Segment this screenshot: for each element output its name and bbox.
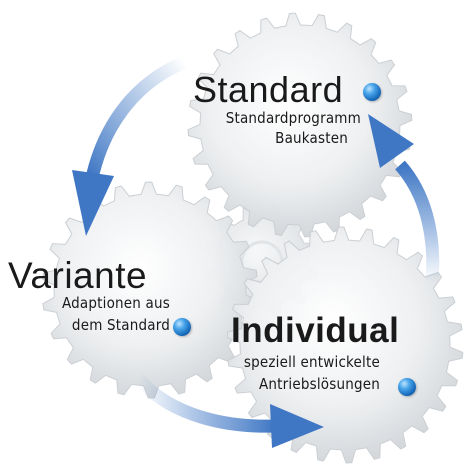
arrowhead-variante bbox=[72, 170, 114, 236]
individual-line-1: speziell entwickelte bbox=[243, 353, 380, 371]
variante-title: Variante bbox=[8, 255, 148, 296]
variante-bullet-icon bbox=[173, 318, 191, 336]
individual-gear bbox=[226, 226, 464, 464]
standard-line-1: Standardprogramm bbox=[225, 109, 361, 127]
arrow-individual-to-standard bbox=[395, 160, 440, 283]
standard-bullet-icon bbox=[363, 83, 381, 101]
individual-bullet-icon bbox=[398, 378, 416, 396]
arrowhead-individual bbox=[270, 404, 324, 448]
arrowhead-standard bbox=[368, 114, 414, 168]
standard-title: Standard bbox=[193, 69, 344, 110]
arrow-variante-to-individual bbox=[133, 373, 276, 433]
individual-title: Individual bbox=[231, 311, 400, 350]
variante-line-2: dem Standard bbox=[71, 316, 170, 334]
gears-group bbox=[42, 12, 464, 464]
individual-line-2: Antriebslösungen bbox=[258, 375, 380, 393]
variante-gear bbox=[42, 181, 258, 399]
cycle-arrows bbox=[72, 55, 440, 448]
arrow-standard-to-variante bbox=[85, 55, 188, 180]
standard-gear bbox=[187, 12, 413, 238]
variante-line-1: Adaptionen aus bbox=[61, 294, 170, 312]
standard-line-2: Baukasten bbox=[275, 129, 348, 147]
